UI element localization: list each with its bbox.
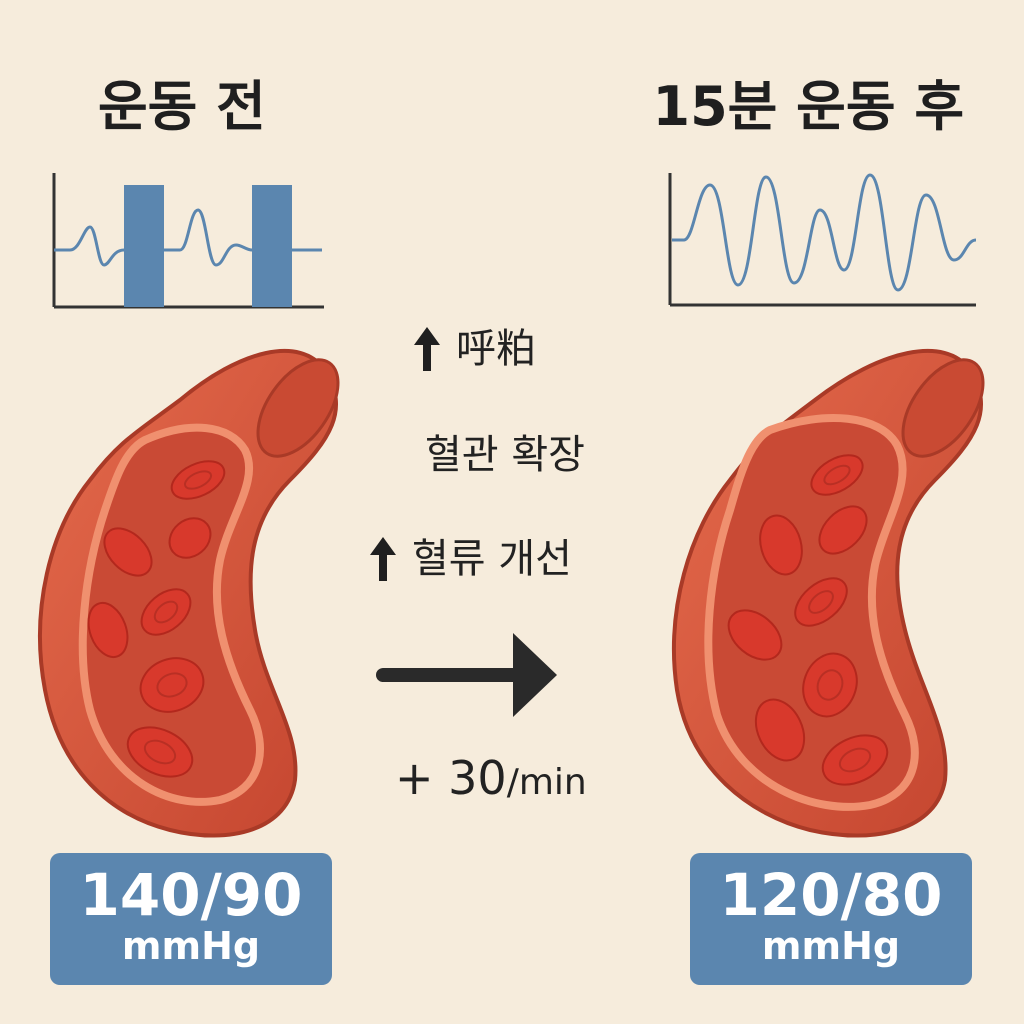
before-title: 운동 전 — [98, 75, 266, 138]
after-title: 15분 운동 후 — [652, 75, 964, 138]
rate-text: + 30/min — [395, 755, 587, 801]
blood-cell-icon — [759, 514, 803, 576]
effect-label-3-text: 혈류 개선 — [412, 536, 572, 582]
blood-cell-icon — [727, 609, 783, 661]
effect-label-1: 呼粕 — [412, 325, 536, 373]
graph-wave — [672, 173, 977, 292]
blood-cell-icon — [818, 505, 868, 555]
before-blood-vessel-icon — [38, 348, 340, 838]
blood-cell-icon — [794, 577, 848, 627]
effect-label-1-text: 呼粕 — [456, 326, 536, 372]
blood-cell-icon — [87, 601, 129, 659]
up-arrow-icon — [414, 327, 440, 371]
rate-value: + 30 — [395, 751, 507, 805]
blood-cell-icon — [754, 698, 806, 762]
before-bp-value: 140/90 — [79, 861, 303, 929]
graph-block — [252, 185, 292, 307]
blood-cell-icon — [126, 726, 194, 778]
before-pulse-graph — [52, 173, 324, 309]
graph-block — [124, 185, 164, 307]
effect-label-3: 혈류 개선 — [368, 535, 572, 583]
blood-cell-icon — [810, 454, 864, 496]
rate-unit: /min — [506, 762, 587, 803]
before-bp-box: 140/90 mmHg — [50, 853, 332, 985]
blood-cell-icon — [103, 527, 153, 577]
blood-cell-icon — [821, 734, 889, 786]
after-bp-unit: mmHg — [761, 923, 901, 968]
before-bp-unit: mmHg — [121, 923, 261, 968]
blood-cell-icon — [139, 657, 205, 713]
graph-wave — [54, 208, 322, 267]
blood-cell-icon — [168, 517, 212, 559]
after-pulse-graph — [668, 173, 977, 307]
right-arrow-icon — [376, 633, 557, 717]
effect-label-2-text: 혈관 확장 — [425, 432, 585, 478]
after-blood-vessel-icon — [672, 348, 985, 838]
up-arrow-icon — [370, 537, 396, 581]
after-bp-value: 120/80 — [719, 861, 943, 929]
effect-label-2: 혈관 확장 — [425, 435, 585, 475]
blood-cell-icon — [170, 460, 226, 500]
after-bp-box: 120/80 mmHg — [690, 853, 972, 985]
blood-cell-icon — [802, 652, 858, 718]
blood-cell-icon — [140, 588, 192, 636]
